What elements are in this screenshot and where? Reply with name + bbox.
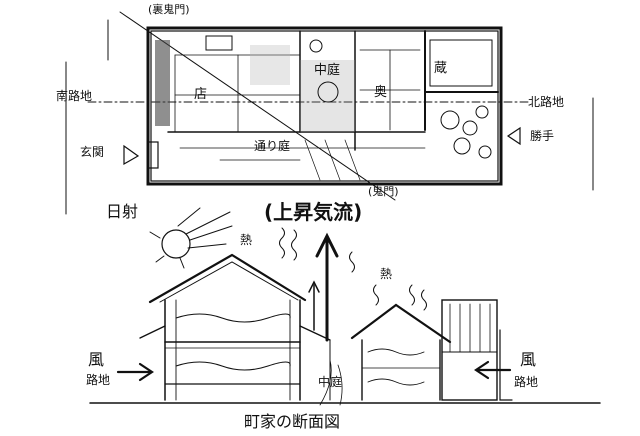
label-toriniwa: 通り庭: [254, 139, 291, 153]
label-netsu-right: 熱: [380, 267, 393, 281]
label-minami-roji: 南路地: [56, 89, 93, 103]
label-nakaniwa-section: 中庭: [318, 375, 343, 389]
label-mise: 店: [194, 87, 208, 102]
label-oku: 奥: [374, 85, 388, 100]
label-roji-right: 路地: [514, 375, 539, 389]
label-genkan: 玄関: [80, 145, 105, 159]
label-kaze-left: 風: [88, 350, 105, 369]
section-view: [89, 207, 601, 406]
label-ura-kimon: (裏鬼門): [148, 3, 190, 16]
floor-plan: [65, 11, 594, 215]
label-kimon: (鬼門): [368, 185, 399, 198]
label-katte: 勝手: [530, 129, 555, 143]
label-joushou-kiryu: (上昇気流): [264, 200, 363, 224]
label-roji-left: 路地: [86, 373, 111, 387]
diagram-caption: 町家の断面図: [244, 412, 341, 431]
label-nissha: 日射: [106, 202, 139, 221]
label-kita-roji: 北路地: [528, 95, 565, 109]
label-nakaniwa-plan: 中庭: [314, 63, 341, 78]
label-netsu-left: 熱: [240, 233, 253, 247]
label-kura: 蔵: [434, 61, 448, 76]
label-kaze-right: 風: [520, 350, 537, 369]
